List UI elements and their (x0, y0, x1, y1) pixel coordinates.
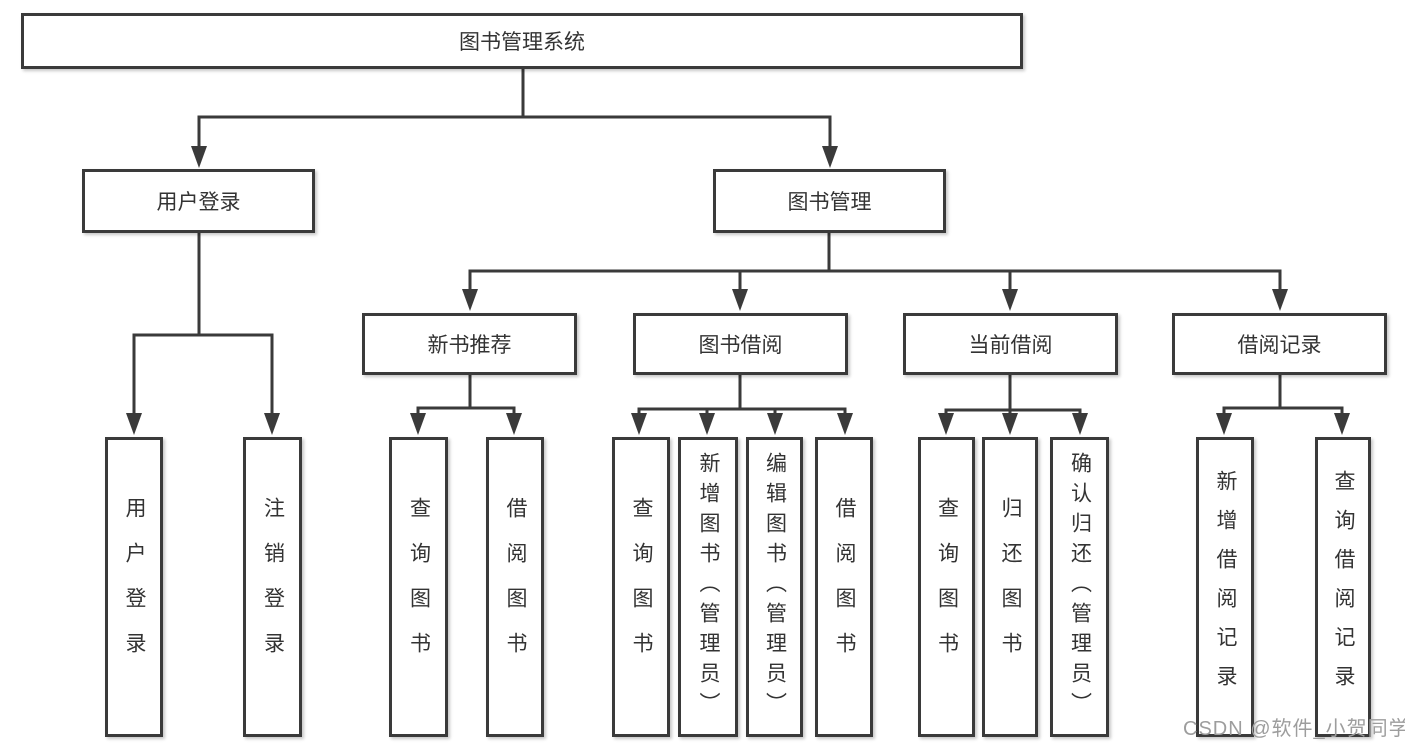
node-leaf-bb-edit-book: 编辑图书（管理员） (746, 437, 803, 737)
node-borrow-records: 借阅记录 (1172, 313, 1387, 375)
node-leaf-cb-confirm-return-label: 确认归还（管理员） (1068, 452, 1092, 722)
edges-borrow-records-to-leaves (1216, 375, 1350, 435)
node-leaf-rec-borrow-book: 借阅图书 (486, 437, 544, 737)
arrow-down-icon (631, 413, 647, 435)
arrow-down-icon (1002, 289, 1018, 311)
node-leaf-rec-query-book: 查询图书 (389, 437, 448, 737)
node-user-login: 用户登录 (82, 169, 315, 233)
arrow-down-icon (1216, 413, 1232, 435)
node-current-borrow-label: 当前借阅 (968, 334, 1053, 357)
edges-new-book-recommend-to-leaves (410, 375, 522, 435)
edges-root-to-level2 (191, 69, 838, 168)
edges-book-management-to-level3 (462, 233, 1288, 311)
node-leaf-user-login: 用户登录 (105, 437, 163, 737)
node-current-borrow: 当前借阅 (903, 313, 1118, 375)
node-leaf-user-login-label: 用户登录 (123, 497, 146, 677)
node-leaf-br-query-record-label: 查询借阅记录 (1332, 470, 1355, 704)
edges-user-login-to-leaves (126, 233, 280, 435)
node-leaf-cb-query-book: 查询图书 (918, 437, 975, 737)
arrow-down-icon (264, 413, 280, 435)
watermark: CSDN @软件_小贺同学 (1183, 718, 1405, 740)
arrow-down-icon (506, 413, 522, 435)
node-book-management: 图书管理 (713, 169, 946, 233)
node-leaf-logout-label: 注销登录 (261, 497, 285, 677)
arrow-down-icon (462, 289, 478, 311)
node-leaf-bb-borrow-book-label: 借阅图书 (833, 497, 856, 677)
arrow-down-icon (1272, 289, 1288, 311)
node-leaf-rec-borrow-book-label: 借阅图书 (504, 497, 527, 677)
node-leaf-rec-query-book-label: 查询图书 (407, 497, 431, 677)
node-root: 图书管理系统 (21, 13, 1023, 69)
node-new-book-recommend-label: 新书推荐 (427, 334, 512, 357)
node-leaf-br-query-record: 查询借阅记录 (1315, 437, 1371, 737)
node-leaf-bb-query-book-label: 查询图书 (630, 497, 653, 677)
node-leaf-bb-add-book-label: 新增图书（管理员） (697, 452, 720, 722)
arrow-down-icon (699, 413, 715, 435)
arrow-down-icon (126, 413, 142, 435)
node-root-label: 图书管理系统 (459, 31, 585, 54)
arrow-down-icon (837, 413, 853, 435)
node-leaf-cb-return-book: 归还图书 (982, 437, 1038, 737)
node-book-borrow-label: 图书借阅 (698, 334, 783, 357)
arrow-down-icon (1334, 413, 1350, 435)
node-book-management-label: 图书管理 (787, 191, 872, 214)
arrow-down-icon (1072, 413, 1088, 435)
node-leaf-bb-edit-book-label: 编辑图书（管理员） (763, 452, 787, 722)
arrow-down-icon (410, 413, 426, 435)
node-leaf-logout: 注销登录 (243, 437, 302, 737)
node-borrow-records-label: 借阅记录 (1237, 334, 1322, 357)
node-leaf-cb-confirm-return: 确认归还（管理员） (1050, 437, 1109, 737)
node-leaf-cb-query-book-label: 查询图书 (935, 497, 959, 677)
node-leaf-br-add-record-label: 新增借阅记录 (1214, 470, 1237, 704)
node-leaf-bb-borrow-book: 借阅图书 (815, 437, 873, 737)
arrow-down-icon (767, 413, 783, 435)
edges-current-borrow-to-leaves (938, 375, 1088, 435)
node-leaf-bb-add-book: 新增图书（管理员） (678, 437, 738, 737)
node-leaf-bb-query-book: 查询图书 (612, 437, 670, 737)
node-book-borrow: 图书借阅 (633, 313, 848, 375)
arrow-down-icon (822, 146, 838, 168)
arrow-down-icon (191, 146, 207, 168)
arrow-down-icon (938, 413, 954, 435)
arrow-down-icon (1002, 413, 1018, 435)
node-new-book-recommend: 新书推荐 (362, 313, 577, 375)
edges-book-borrow-to-leaves (631, 375, 853, 435)
node-user-login-label: 用户登录 (156, 191, 241, 214)
node-leaf-cb-return-book-label: 归还图书 (999, 497, 1022, 677)
node-leaf-br-add-record: 新增借阅记录 (1196, 437, 1254, 737)
arrow-down-icon (732, 289, 748, 311)
